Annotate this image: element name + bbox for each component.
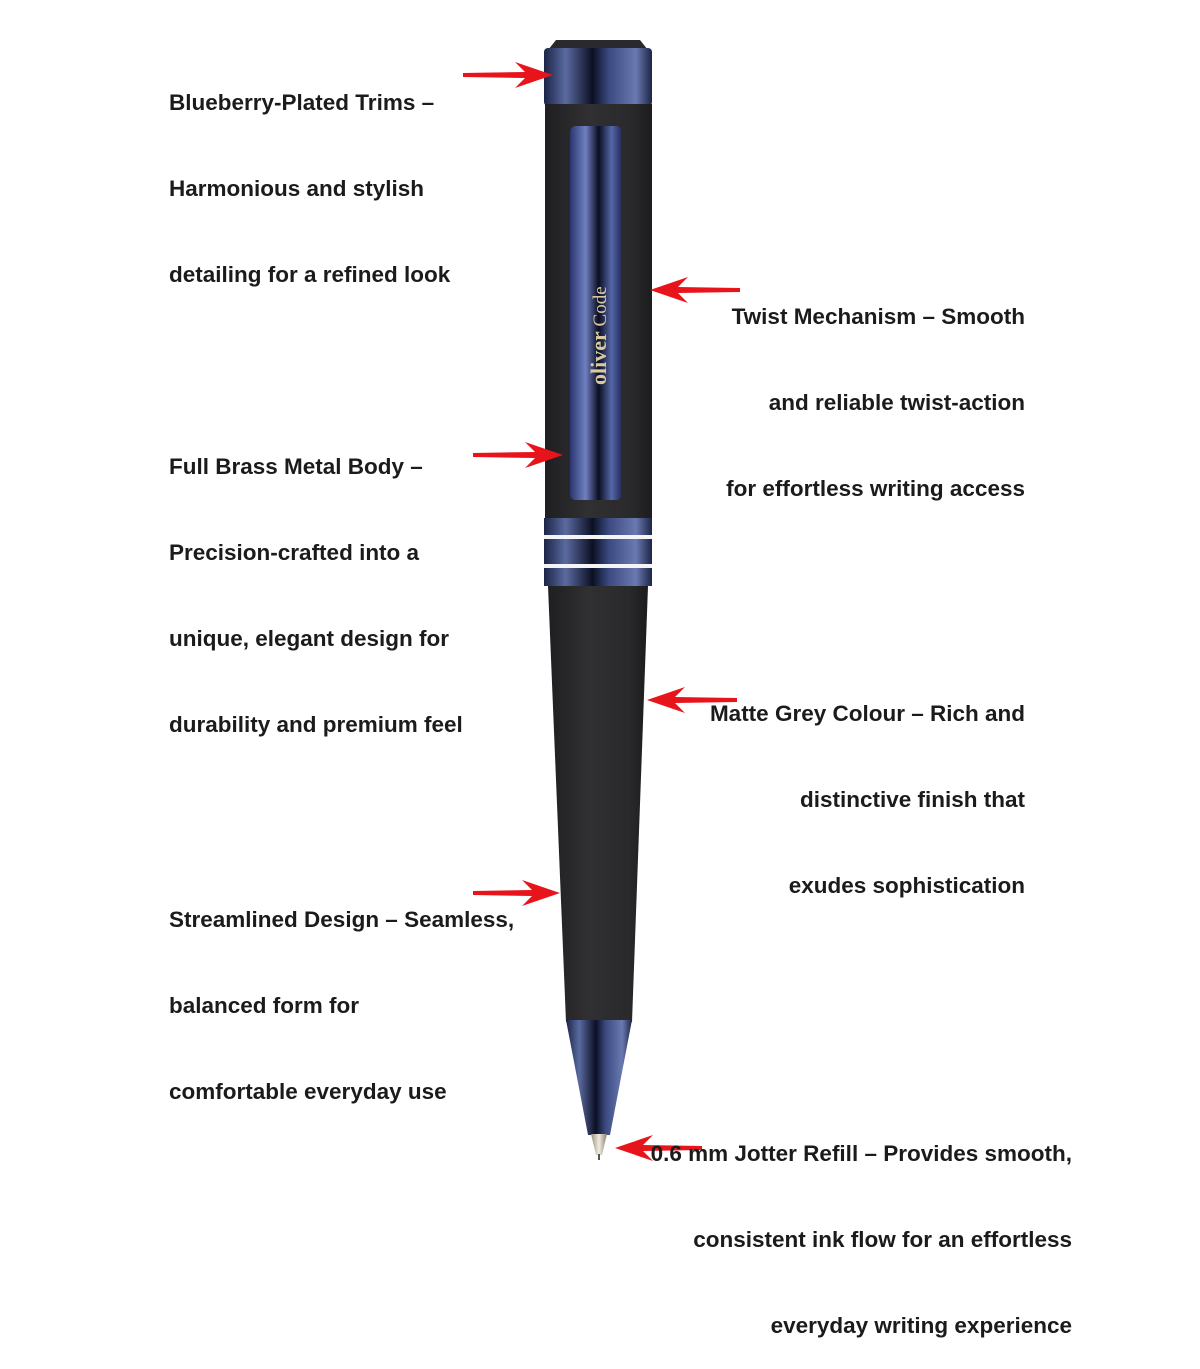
annotation-line: everyday writing experience: [770, 1312, 1072, 1338]
annotation-colour: Matte Grey Colour – Rich and distinctive…: [710, 643, 1025, 929]
pen: oliver Code: [544, 40, 652, 1160]
lower-barrel: [548, 586, 648, 1022]
annotation-line: 0.6 mm Jotter Refill – Provides smooth,: [650, 1141, 1072, 1167]
ring-line: [544, 535, 652, 539]
nib: [591, 1134, 607, 1155]
arrow-left-icon: [647, 687, 737, 713]
brand-engraving: oliver Code: [586, 286, 611, 385]
clip: [570, 126, 622, 500]
trim-band-top: [544, 48, 652, 106]
tip-cone: [566, 1020, 632, 1135]
annotation-line: durability and premium feel: [169, 711, 463, 737]
annotation-line: detailing for a refined look: [169, 261, 451, 287]
annotation-body: Full Brass Metal Body – Precision-crafte…: [169, 396, 463, 768]
annotation-design: Streamlined Design – Seamless, balanced …: [169, 849, 514, 1135]
center-ring: [544, 518, 652, 586]
annotation-twist: Twist Mechanism – Smooth and reliable tw…: [726, 246, 1025, 532]
pen-illustration: oliver Code: [463, 40, 740, 1161]
annotation-line: Blueberry-Plated Trims –: [169, 90, 435, 116]
ball-point: [598, 1154, 600, 1160]
annotation-line: exudes sophistication: [788, 872, 1025, 898]
annotation-line: Harmonious and stylish: [169, 175, 425, 201]
annotation-line: Full Brass Metal Body –: [169, 454, 423, 480]
annotation-line: Streamlined Design – Seamless,: [169, 907, 515, 933]
annotation-line: Precision-crafted into a: [169, 539, 420, 565]
arrow-left-icon: [650, 277, 740, 303]
arrow-right-icon: [473, 880, 560, 906]
arrow-right-icon: [473, 442, 563, 468]
annotation-line: Matte Grey Colour – Rich and: [709, 701, 1025, 727]
annotation-line: unique, elegant design for: [169, 625, 450, 651]
annotation-line: consistent ink flow for an effortless: [693, 1226, 1072, 1252]
annotation-line: for effortless writing access: [726, 475, 1025, 501]
annotation-line: and reliable twist-action: [768, 389, 1025, 415]
annotation-line: distinctive finish that: [799, 786, 1025, 812]
annotation-line: Twist Mechanism – Smooth: [731, 304, 1025, 330]
annotation-line: balanced form for: [169, 992, 360, 1018]
arrow-left-icon: [615, 1135, 702, 1161]
annotation-refill: 0.6 mm Jotter Refill – Provides smooth, …: [651, 1083, 1072, 1369]
annotation-line: comfortable everyday use: [169, 1078, 447, 1104]
annotation-trims: Blueberry-Plated Trims – Harmonious and …: [169, 32, 450, 318]
arrow-right-icon: [463, 62, 553, 88]
arrows: [463, 62, 740, 1161]
cap-top: [548, 40, 648, 50]
ring-line: [544, 564, 652, 568]
